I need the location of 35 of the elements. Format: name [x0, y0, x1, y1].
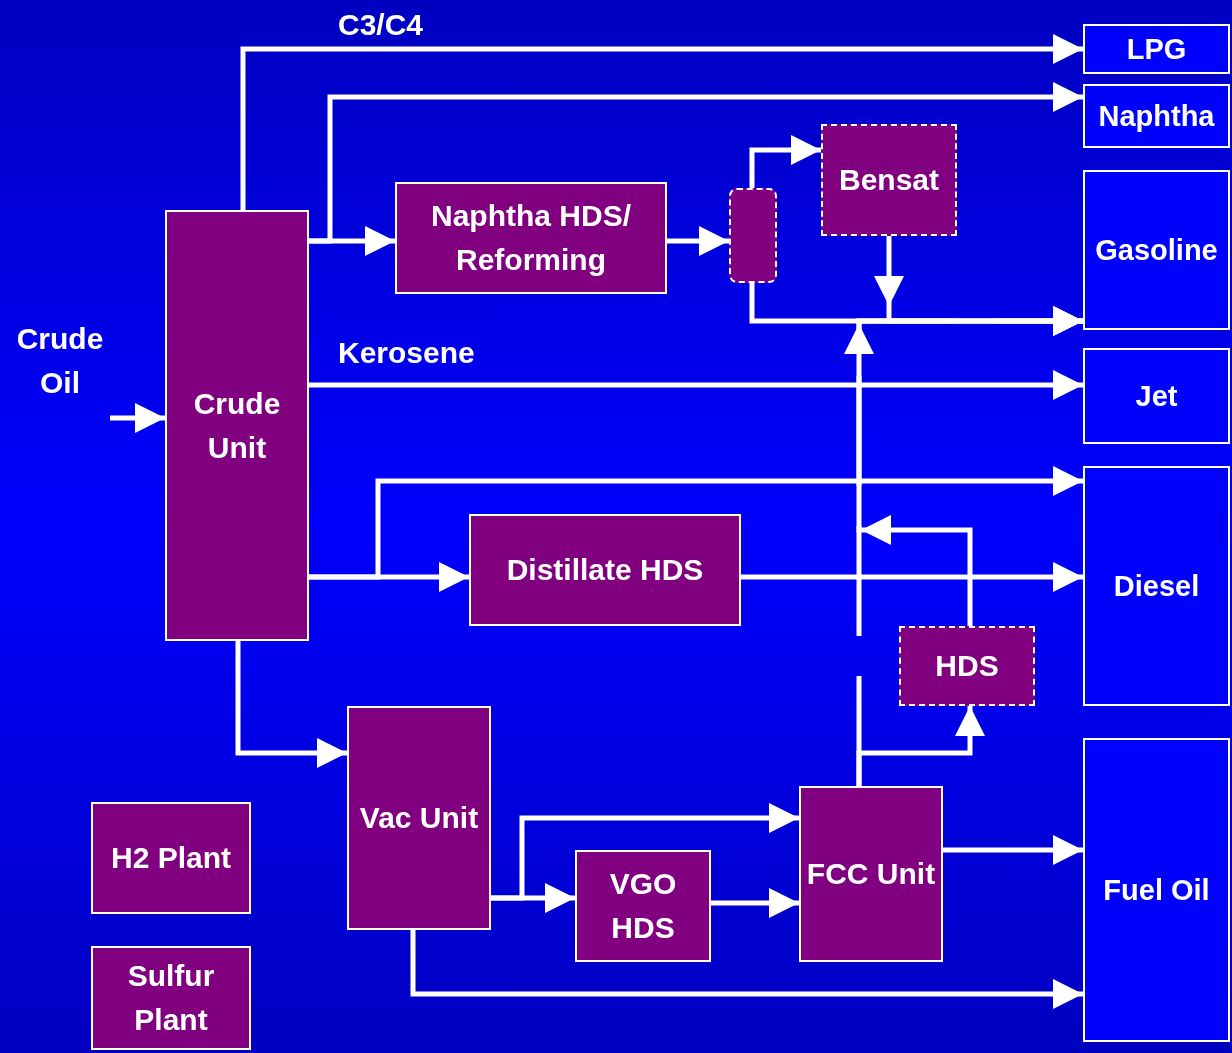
arrow	[309, 226, 395, 256]
arrow	[856, 306, 1083, 626]
edge-label: Kerosene	[338, 335, 475, 371]
product-box: Jet	[1083, 348, 1230, 444]
input-label: Crude Oil	[10, 318, 110, 404]
arrow	[309, 370, 1083, 400]
product-box: Naphtha	[1083, 84, 1230, 148]
arrow	[711, 888, 799, 918]
product-box: Gasoline	[1083, 170, 1230, 330]
process-box: Vac Unit	[347, 706, 491, 930]
arrow	[110, 403, 165, 433]
arrow	[741, 562, 1083, 592]
process-box: Naphtha HDS/ Reforming	[395, 182, 667, 294]
product-box: Fuel Oil	[1083, 738, 1230, 1042]
process-box: Sulfur Plant	[91, 946, 251, 1050]
process-box: VGO HDS	[575, 850, 711, 962]
arrow	[667, 226, 729, 256]
arrow	[235, 641, 347, 768]
process-box: Distillate HDS	[469, 514, 741, 626]
process-box: Bensat	[821, 124, 957, 236]
product-box: Diesel	[1083, 466, 1230, 706]
arrow	[309, 562, 469, 592]
arrow	[240, 34, 1083, 210]
product-box: LPG	[1083, 24, 1230, 74]
arrow	[491, 883, 575, 913]
process-box: FCC Unit	[799, 786, 943, 962]
edge-label: C3/C4	[338, 7, 424, 43]
process-box: HDS	[899, 626, 1035, 706]
arrow	[856, 706, 985, 786]
process-box: H2 Plant	[91, 802, 251, 914]
arrow	[749, 135, 821, 188]
arrow	[410, 930, 1083, 1009]
arrow	[943, 835, 1083, 865]
separator-vessel	[729, 188, 777, 283]
process-box: Crude Unit	[165, 210, 309, 641]
